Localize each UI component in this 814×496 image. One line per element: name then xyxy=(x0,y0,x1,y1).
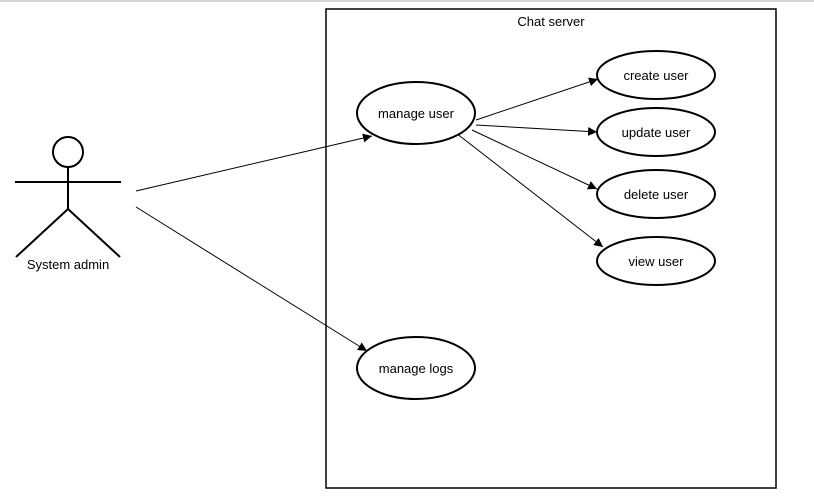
use-case-update-user: update user xyxy=(596,107,716,157)
actor-left-leg xyxy=(15,208,69,258)
use-case-view-user: view user xyxy=(596,236,716,286)
edge-manage-user-update-user xyxy=(475,124,598,136)
edge-manage-user-delete-user xyxy=(471,129,598,190)
use-case-ellipse xyxy=(356,336,476,400)
use-case-manage-user: manage user xyxy=(356,81,476,145)
actor-head xyxy=(52,136,84,168)
actor-label: System admin xyxy=(27,257,109,272)
use-case-label: create user xyxy=(623,68,689,83)
edge-manage-user-view-user xyxy=(455,132,604,248)
edge-manage-user-create-user xyxy=(475,77,599,121)
use-case-ellipse xyxy=(596,236,716,286)
use-case-ellipse xyxy=(596,107,716,157)
system-boundary-label: Chat server xyxy=(517,14,585,29)
use-case-ellipse xyxy=(356,81,476,145)
use-case-label: delete user xyxy=(624,187,689,202)
use-case-create-user: create user xyxy=(596,50,716,100)
edge-admin-manage-logs xyxy=(135,206,368,352)
top-border xyxy=(0,0,814,2)
use-case-label: manage user xyxy=(378,106,455,121)
actor-system-admin: System admin xyxy=(15,136,121,272)
use-case-label: view user xyxy=(629,254,685,269)
use-case-manage-logs: manage logs xyxy=(356,336,476,400)
actor-right-leg xyxy=(67,208,121,258)
use-case-delete-user: delete user xyxy=(596,169,716,219)
use-case-label: manage logs xyxy=(379,361,454,376)
use-case-ellipse xyxy=(596,50,716,100)
use-case-ellipse xyxy=(596,169,716,219)
use-case-label: update user xyxy=(622,125,691,140)
edges xyxy=(135,77,604,352)
edge-admin-manage-user xyxy=(135,133,373,192)
